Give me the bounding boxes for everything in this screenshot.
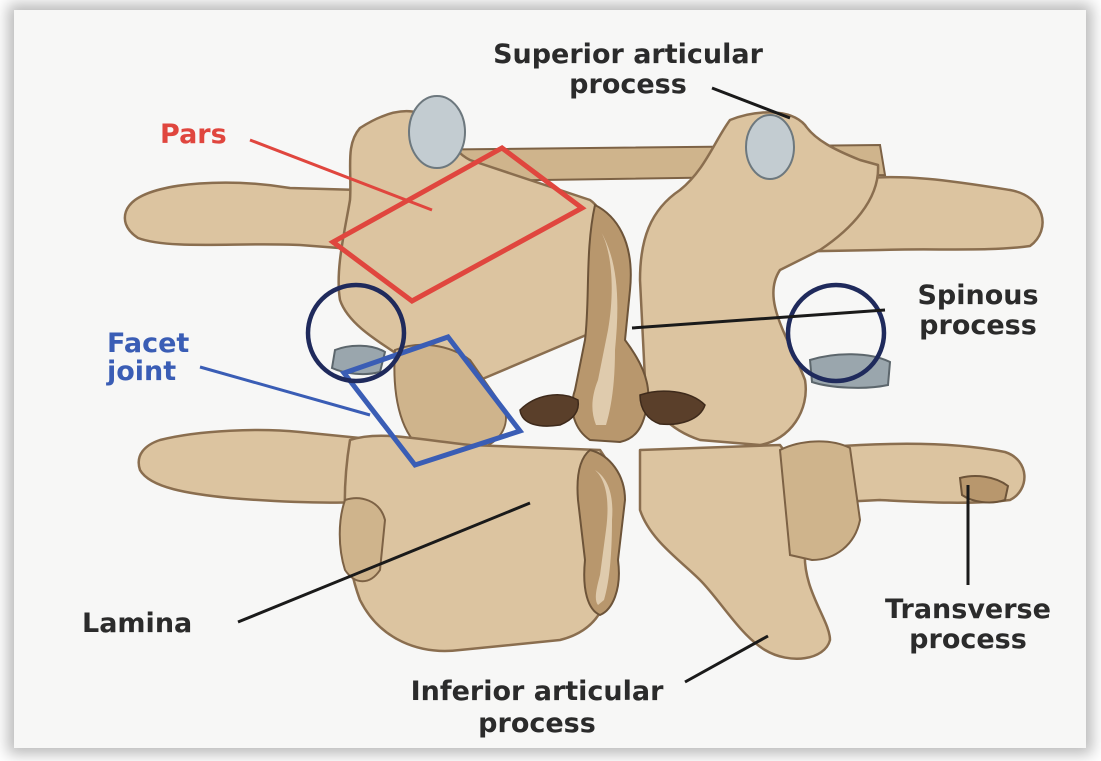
superior-articular-label-line2: process [569,69,687,100]
lamina-label: Lamina [82,608,192,639]
spinous-label-line2: process [919,310,1037,341]
facet-joint-label-line2: joint [106,356,176,387]
transverse-label-line1: Transverse [885,594,1051,625]
spinous-label-line1: Spinous [917,280,1038,311]
upper-vertebra [125,96,1043,450]
pars-label: Pars [160,119,227,150]
inferior-articular-label-line2: process [478,708,596,739]
transverse-label-line2: process [909,624,1027,655]
inferior-articular-leader [685,636,768,682]
superior-articular-label-line1: Superior articular [493,39,764,70]
inferior-articular-label-line1: Inferior articular [411,676,665,707]
facet-joint-label-line1: Facet [107,328,189,359]
